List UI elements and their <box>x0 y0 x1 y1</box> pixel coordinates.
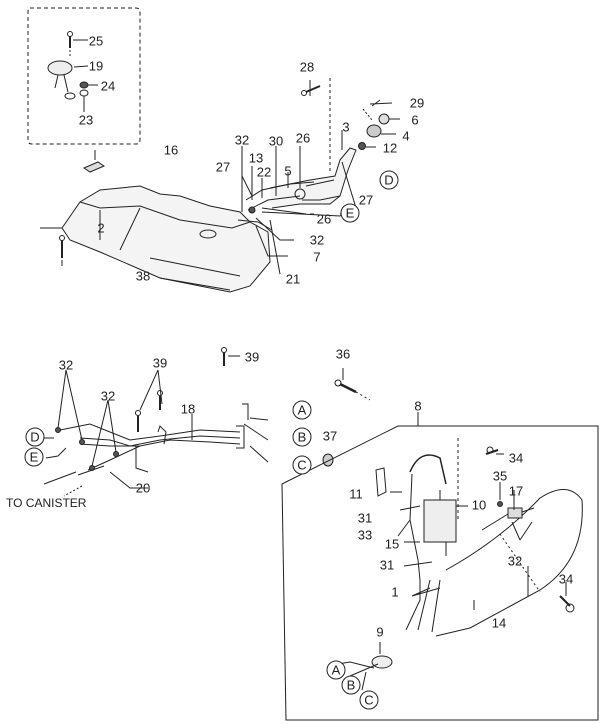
canister-assembly <box>371 438 583 669</box>
callout-19: 19 <box>88 58 104 74</box>
callout-32: 32 <box>309 232 325 248</box>
callout-36: 36 <box>335 346 351 362</box>
callout-32: 32 <box>100 388 116 404</box>
callout-39: 39 <box>244 349 260 365</box>
callout-33: 33 <box>357 527 373 543</box>
callout-35: 35 <box>492 468 508 484</box>
to-canister-note: TO CANISTER <box>6 496 87 510</box>
fuel-tank <box>61 185 271 293</box>
callout-21: 21 <box>285 271 301 287</box>
callout-9: 9 <box>376 624 384 640</box>
callout-2: 2 <box>97 220 105 236</box>
callout-29: 29 <box>409 95 425 111</box>
callout-30: 30 <box>268 133 284 149</box>
callout-4: 4 <box>402 128 410 144</box>
canister-group-frame <box>281 425 599 721</box>
callout-18: 18 <box>180 401 196 417</box>
fuel-sender-unit <box>47 31 89 100</box>
connector-C: C <box>359 690 379 710</box>
connector-D: D <box>379 170 399 190</box>
connector-A: A <box>326 660 346 680</box>
callout-13: 13 <box>248 150 264 166</box>
callout-34: 34 <box>558 571 574 587</box>
callout-20: 20 <box>135 480 151 496</box>
callout-7: 7 <box>313 249 321 265</box>
callout-31: 31 <box>357 510 373 526</box>
vent-hoses <box>237 181 315 231</box>
callout-24: 24 <box>100 78 116 94</box>
callout-26: 26 <box>295 130 311 146</box>
callout-10: 10 <box>471 497 487 513</box>
callout-14: 14 <box>491 615 507 631</box>
callout-31: 31 <box>379 557 395 573</box>
connector-B: B <box>292 427 312 447</box>
connector-D: D <box>25 427 45 447</box>
callout-6: 6 <box>411 112 419 128</box>
connector-B: B <box>341 675 361 695</box>
callout-32: 32 <box>58 357 74 373</box>
sender-unit-dashed-box <box>27 7 141 145</box>
heat-shield <box>82 161 106 173</box>
connector-E: E <box>24 447 44 467</box>
callout-5: 5 <box>284 163 292 179</box>
callout-26: 26 <box>316 211 332 227</box>
callout-16: 16 <box>163 142 179 158</box>
callout-15: 15 <box>384 536 400 552</box>
callout-17: 17 <box>508 483 524 499</box>
callout-27: 27 <box>358 192 374 208</box>
connector-C: C <box>292 455 312 475</box>
callout-25: 25 <box>88 33 104 49</box>
callout-32: 32 <box>507 553 523 569</box>
callout-38: 38 <box>135 268 151 284</box>
callout-3: 3 <box>342 119 350 135</box>
callout-34: 34 <box>508 450 524 466</box>
callout-27: 27 <box>215 159 231 175</box>
callout-37: 37 <box>322 428 338 444</box>
callout-1: 1 <box>391 584 399 600</box>
callout-39: 39 <box>152 355 168 371</box>
callout-23: 23 <box>78 112 94 128</box>
connector-A: A <box>292 400 312 420</box>
callout-11: 11 <box>349 486 363 502</box>
fuel-line-assembly <box>59 423 245 476</box>
callout-12: 12 <box>382 140 398 156</box>
callout-8: 8 <box>414 398 422 414</box>
callout-28: 28 <box>299 59 315 75</box>
callout-22: 22 <box>256 164 272 180</box>
connector-E: E <box>340 203 360 223</box>
callout-32: 32 <box>234 132 250 148</box>
